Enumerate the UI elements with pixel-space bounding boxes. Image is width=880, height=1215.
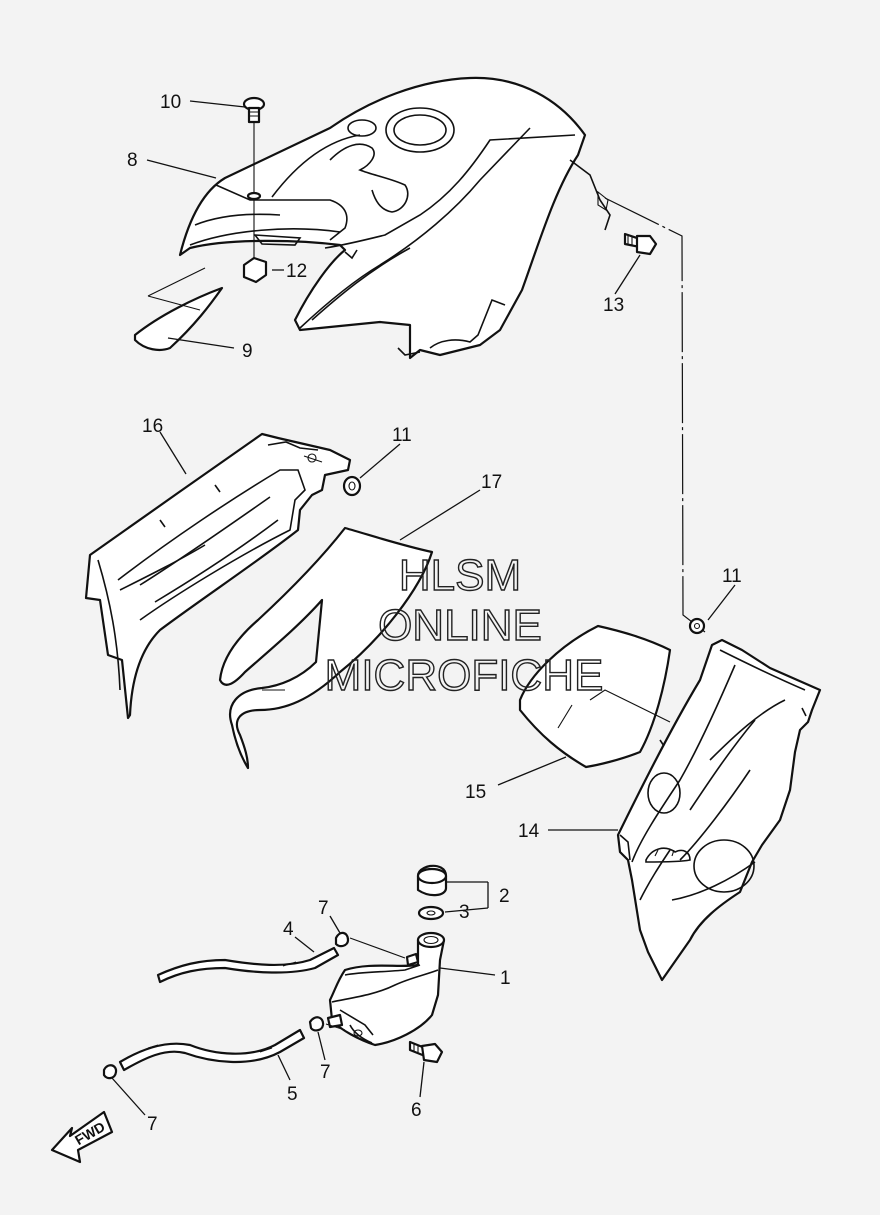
bolt-part-6	[408, 1040, 444, 1064]
screw-part-10	[242, 96, 266, 124]
watermark-line-3: MICROFICHE	[325, 651, 604, 700]
left-decal-part-17	[218, 526, 434, 770]
callout-17: 17	[481, 472, 502, 493]
callout-5: 5	[287, 1084, 298, 1105]
watermark: HLSM ONLINE MICROFICHE	[324, 550, 604, 700]
trim-strip-part-9	[133, 286, 224, 351]
bolt-part-13	[623, 232, 658, 256]
callout-11-lower: 11	[722, 566, 742, 587]
callout-7-upper: 7	[318, 898, 329, 919]
callout-3: 3	[459, 902, 470, 923]
hose-part-5	[118, 1023, 346, 1072]
clamp-part-7-upper	[334, 931, 350, 948]
clamp-part-7-lower	[102, 1064, 118, 1080]
forward-direction-arrow-icon: FWD	[50, 1110, 114, 1164]
callout-12: 12	[286, 261, 307, 282]
grommet-part-11-lower	[688, 617, 706, 635]
callout-7-middle: 7	[320, 1062, 331, 1083]
gasket-part-3	[417, 905, 445, 921]
hose-part-4	[156, 937, 406, 984]
callout-14: 14	[518, 821, 540, 842]
left-shroud-part-16	[84, 432, 352, 720]
callout-13: 13	[603, 295, 624, 316]
callout-6: 6	[411, 1100, 422, 1121]
right-shroud-part-14	[616, 638, 822, 982]
callout-7-lower: 7	[147, 1114, 158, 1135]
reservoir-tank-part-1	[326, 931, 446, 1047]
tank-cover-part-8	[178, 76, 611, 360]
reservoir-cap-part-2	[416, 864, 448, 897]
grommet-part-11-upper	[342, 475, 362, 497]
callout-8: 8	[127, 150, 138, 171]
callout-2: 2	[499, 886, 510, 907]
clamp-part-7-middle	[308, 1016, 325, 1032]
watermark-line-1: HLSM	[399, 551, 521, 600]
nut-part-12	[242, 256, 268, 284]
callout-1: 1	[500, 968, 511, 989]
callout-15: 15	[465, 782, 486, 803]
callout-numbers: 10 8 12 9 13 16 11 17 11 15 14 2 3 7 4 1…	[127, 92, 742, 1135]
callout-10: 10	[160, 92, 181, 113]
callout-4: 4	[283, 919, 294, 940]
callout-16: 16	[142, 416, 163, 437]
callout-11-upper: 11	[392, 425, 412, 446]
callout-9: 9	[242, 341, 253, 362]
leader-lines	[111, 100, 736, 1116]
watermark-line-2: ONLINE	[378, 601, 542, 650]
